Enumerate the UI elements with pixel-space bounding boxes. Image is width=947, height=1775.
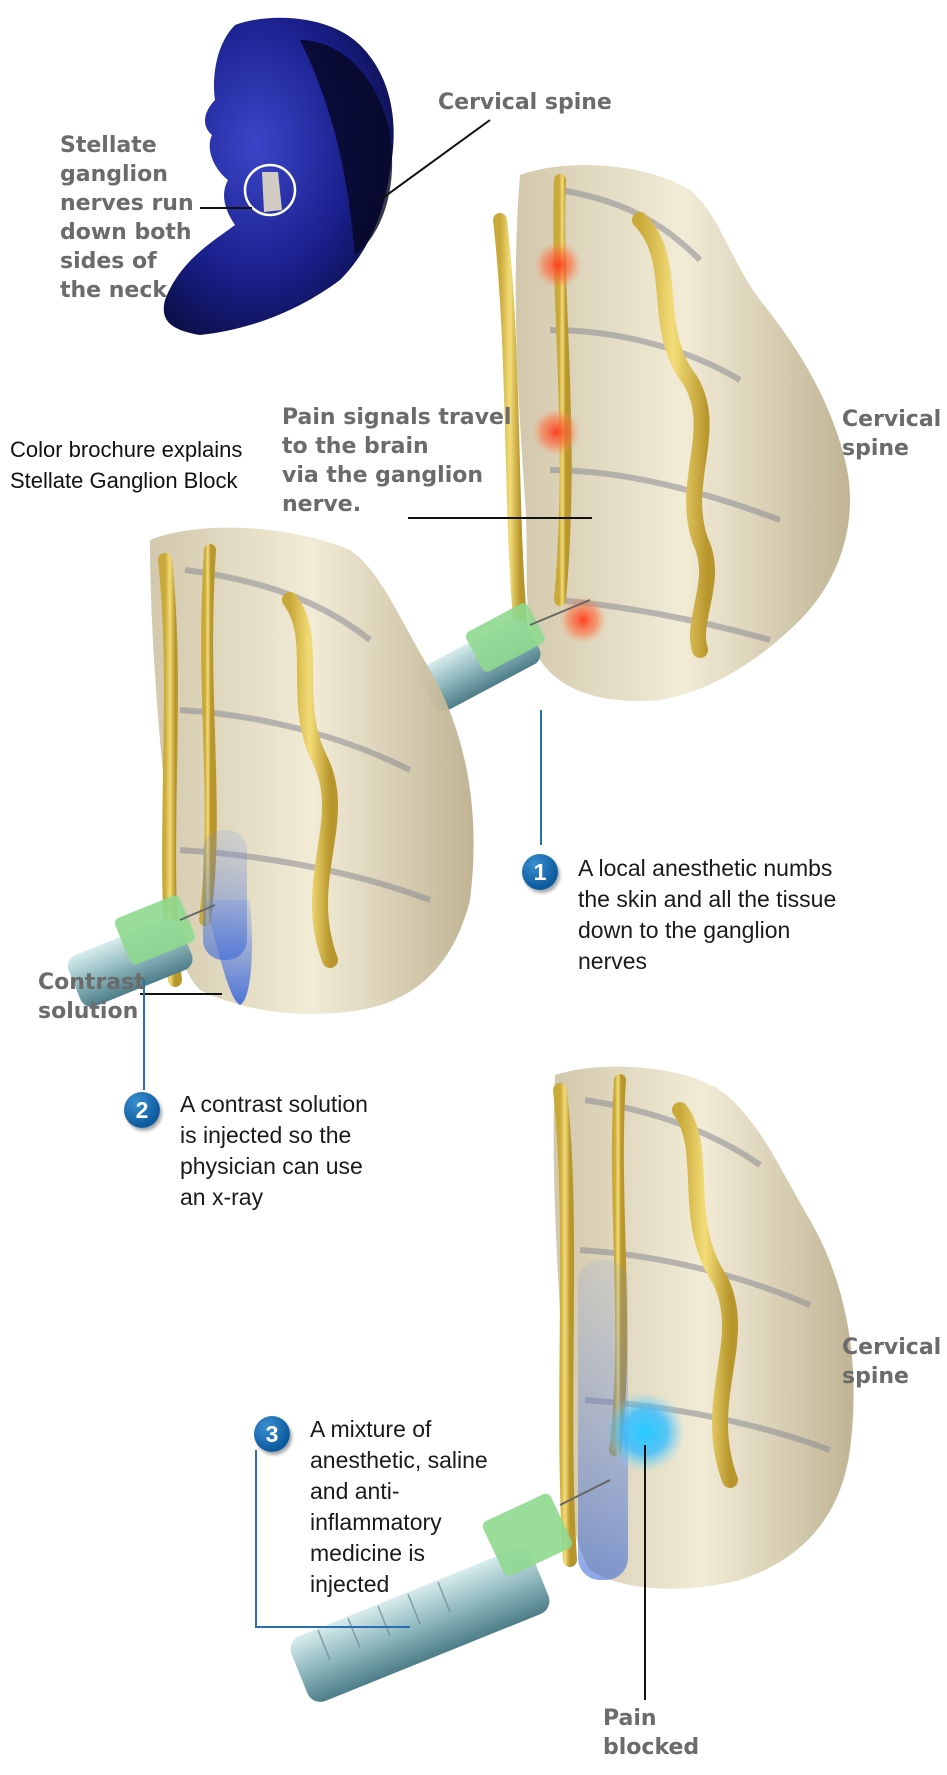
label-pain-signals: Pain signals travel to the brain via the… [282,403,511,519]
step-1-badge: 1 [522,854,558,890]
head-silhouette [164,18,394,335]
step-2-badge: 2 [124,1092,160,1128]
pain-spot-upper [534,241,582,289]
spine-illustration-3 [286,1067,853,1707]
label-cervical-spine-1: Cervical spine [842,405,941,463]
caption: Color brochure explains Stellate Ganglio… [10,434,242,496]
step-3-badge: 3 [254,1416,290,1452]
label-cervical-spine-head: Cervical spine [438,88,612,117]
label-pain-blocked: Pain blocked [603,1704,699,1762]
step-1-text: A local anesthetic numbs the skin and al… [578,853,836,977]
label-stellate-ganglion: Stellate ganglion nerves run down both s… [60,131,194,305]
pain-spot-middle [532,408,580,456]
step-3-text: A mixture of anesthetic, saline and anti… [310,1414,488,1600]
spine-illustration-2 [64,528,473,1014]
label-contrast-solution: Contrast solution [38,968,145,1026]
label-cervical-spine-3: Cervical spine [842,1333,941,1391]
step-2-text: A contrast solution is injected so the p… [180,1089,368,1213]
